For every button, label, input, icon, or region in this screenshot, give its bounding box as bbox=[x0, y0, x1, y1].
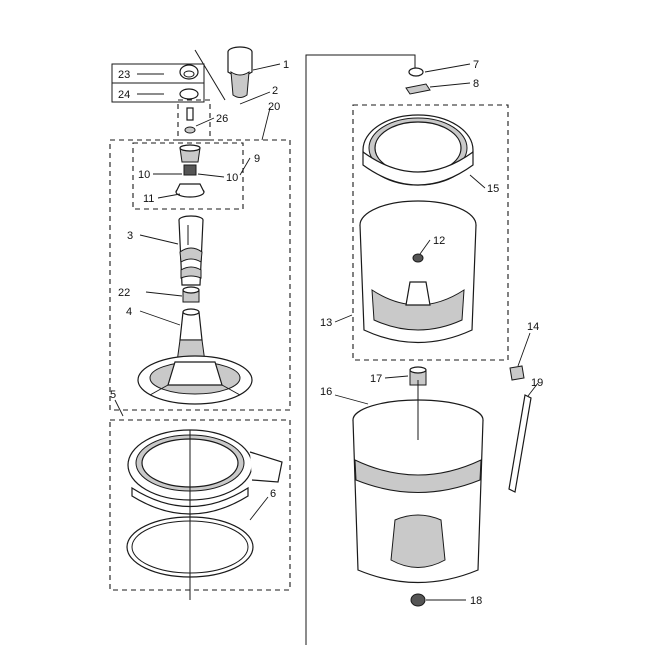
callout-6: 6 bbox=[270, 488, 276, 500]
callout-10-left: 10 bbox=[138, 169, 150, 181]
group-box-15 bbox=[352, 104, 509, 361]
part-19-hose bbox=[508, 394, 532, 493]
part-9-clutch-assembly bbox=[175, 144, 205, 198]
part-24-seal bbox=[179, 88, 199, 100]
part-5-tub-ring bbox=[127, 429, 283, 515]
part-23-inner bbox=[183, 70, 195, 78]
part-14-clip bbox=[509, 365, 525, 381]
part-4-agitator-base bbox=[137, 308, 253, 405]
callout-8: 8 bbox=[473, 78, 479, 90]
part-17-drive-block bbox=[409, 366, 427, 386]
callout-2: 2 bbox=[272, 85, 278, 97]
group-box-5 bbox=[109, 419, 291, 591]
column-divider-line bbox=[305, 54, 416, 645]
callout-9: 9 bbox=[254, 153, 260, 165]
part-8-bracket bbox=[405, 83, 431, 95]
part-1-cap bbox=[227, 46, 253, 98]
part-16-outer-tub bbox=[352, 399, 484, 584]
callout-10-right: 10 bbox=[226, 172, 238, 184]
part-7-washer bbox=[408, 67, 424, 77]
callout-19: 19 bbox=[531, 377, 543, 389]
callout-15: 15 bbox=[487, 183, 499, 195]
part-22-nut bbox=[182, 286, 200, 303]
callout-1: 1 bbox=[283, 59, 289, 71]
callout-24: 24 bbox=[118, 89, 130, 101]
part-13-basket bbox=[359, 200, 477, 343]
callout-7: 7 bbox=[473, 59, 479, 71]
callout-26: 26 bbox=[216, 113, 228, 125]
group-box-26 bbox=[177, 99, 211, 141]
callout-17: 17 bbox=[370, 373, 382, 385]
callout-3: 3 bbox=[127, 230, 133, 242]
callout-14: 14 bbox=[527, 321, 539, 333]
callout-12: 12 bbox=[433, 235, 445, 247]
callout-20: 20 bbox=[268, 101, 280, 113]
group-box-9 bbox=[132, 142, 244, 210]
callout-18: 18 bbox=[470, 595, 482, 607]
leader-lines bbox=[114, 63, 539, 601]
lead-1-a bbox=[194, 49, 226, 101]
callout-11: 11 bbox=[143, 193, 154, 205]
callout-22: 22 bbox=[118, 287, 130, 299]
callout-23: 23 bbox=[118, 69, 130, 81]
part-12-nut bbox=[412, 253, 424, 263]
part-26-bolt bbox=[184, 107, 196, 134]
callout-labels: 1 2 3 4 5 6 7 8 9 10 10 11 12 13 14 15 1… bbox=[110, 59, 543, 607]
part-18-nut bbox=[410, 593, 426, 607]
part-3-shaft bbox=[178, 215, 204, 286]
callout-4: 4 bbox=[126, 306, 132, 318]
callout-5: 5 bbox=[110, 389, 116, 401]
callout-13: 13 bbox=[320, 317, 332, 329]
callout-16: 16 bbox=[320, 386, 332, 398]
part-15-basket-ring bbox=[362, 114, 474, 186]
